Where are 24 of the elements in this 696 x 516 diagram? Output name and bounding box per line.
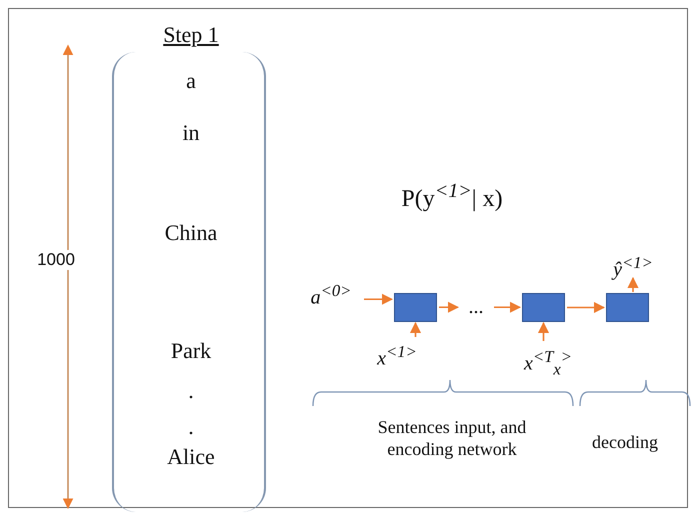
vocabulary-word: a [185, 68, 197, 94]
arrow [364, 294, 394, 305]
input-label: x$^{<1>}$ [370, 338, 424, 366]
vocabulary-word: . [187, 378, 195, 404]
probability-heading: P(y$^{<1>}$| x) [400, 180, 504, 213]
activation-label: a$^{<0>}$ [300, 276, 362, 306]
rnn-cell [606, 293, 649, 322]
encoder-caption: Sentences input, and encoding network [376, 416, 528, 460]
arrow [567, 302, 606, 314]
arrow [627, 276, 639, 292]
ellipsis: ... [460, 296, 492, 318]
arrow [439, 302, 460, 313]
vocabulary-word: China [164, 220, 218, 246]
rnn-cell [522, 293, 565, 322]
vocabulary-word: in [181, 120, 201, 146]
vocabulary-word: . [187, 414, 195, 440]
arrow [410, 322, 422, 337]
vocabulary-word: Park [170, 338, 212, 364]
arrow [494, 302, 522, 313]
vocabulary-word: Alice [166, 444, 216, 470]
step-heading: Step 1 [162, 22, 220, 48]
decoder-caption: decoding [591, 432, 659, 453]
rnn-cell [394, 293, 437, 322]
arrow [538, 322, 550, 341]
